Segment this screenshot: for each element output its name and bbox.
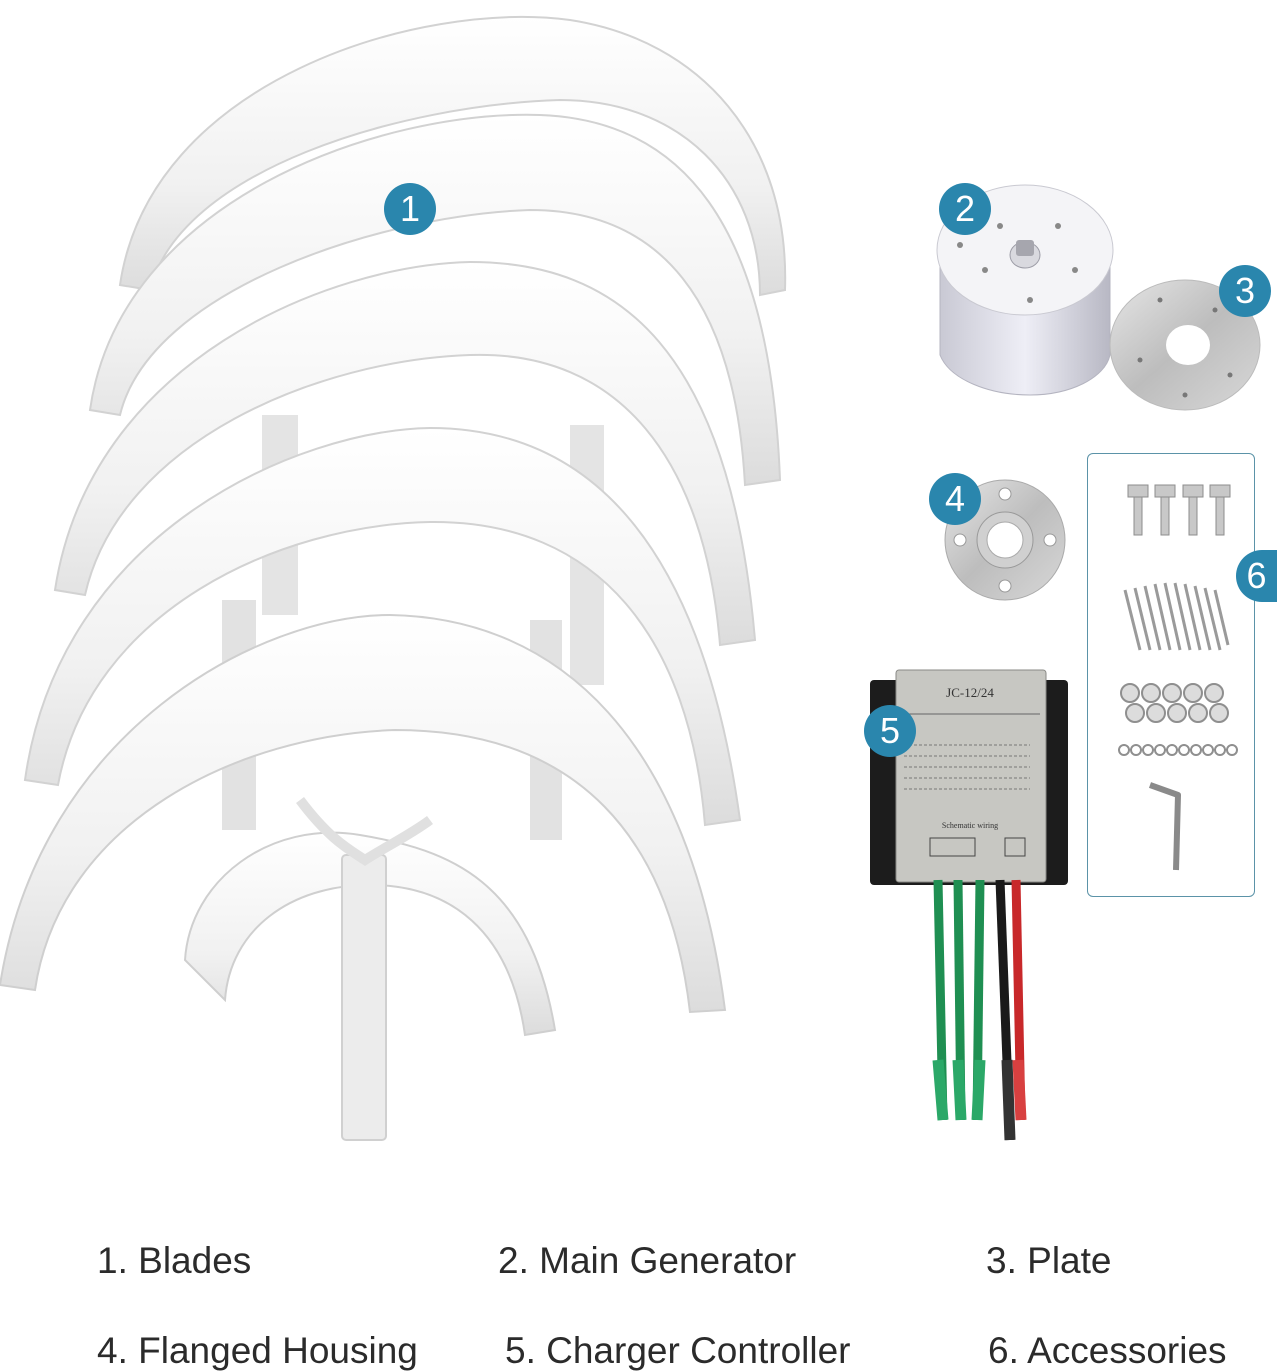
legend-charger-controller: 5. Charger Controller	[505, 1330, 851, 1371]
part-badge-6: 6	[1236, 550, 1277, 602]
legend-plate: 3. Plate	[986, 1240, 1112, 1281]
part-badge-5: 5	[864, 705, 916, 757]
part-badge-3: 3	[1219, 265, 1271, 317]
controller-icon: JC-12/24 Schematic wiring	[870, 669, 1068, 1141]
part-badge-2: 2	[939, 183, 991, 235]
generator-icon	[936, 184, 1114, 396]
legend-accessories: 6. Accessories	[988, 1330, 1227, 1371]
accessories-frame	[1087, 453, 1255, 897]
part-badge-4: 4	[929, 473, 981, 525]
controller-wiring-text: Schematic wiring	[942, 821, 998, 830]
legend-flanged-housing: 4. Flanged Housing	[97, 1330, 418, 1371]
accessories-icon	[1118, 484, 1238, 871]
controller-model-text: JC-12/24	[946, 685, 994, 700]
legend-main-generator: 2. Main Generator	[498, 1240, 797, 1281]
blades-icon	[0, 16, 787, 1141]
plate-icon	[1109, 279, 1261, 411]
legend-blades: 1. Blades	[97, 1240, 252, 1281]
part-badge-1: 1	[384, 183, 436, 235]
